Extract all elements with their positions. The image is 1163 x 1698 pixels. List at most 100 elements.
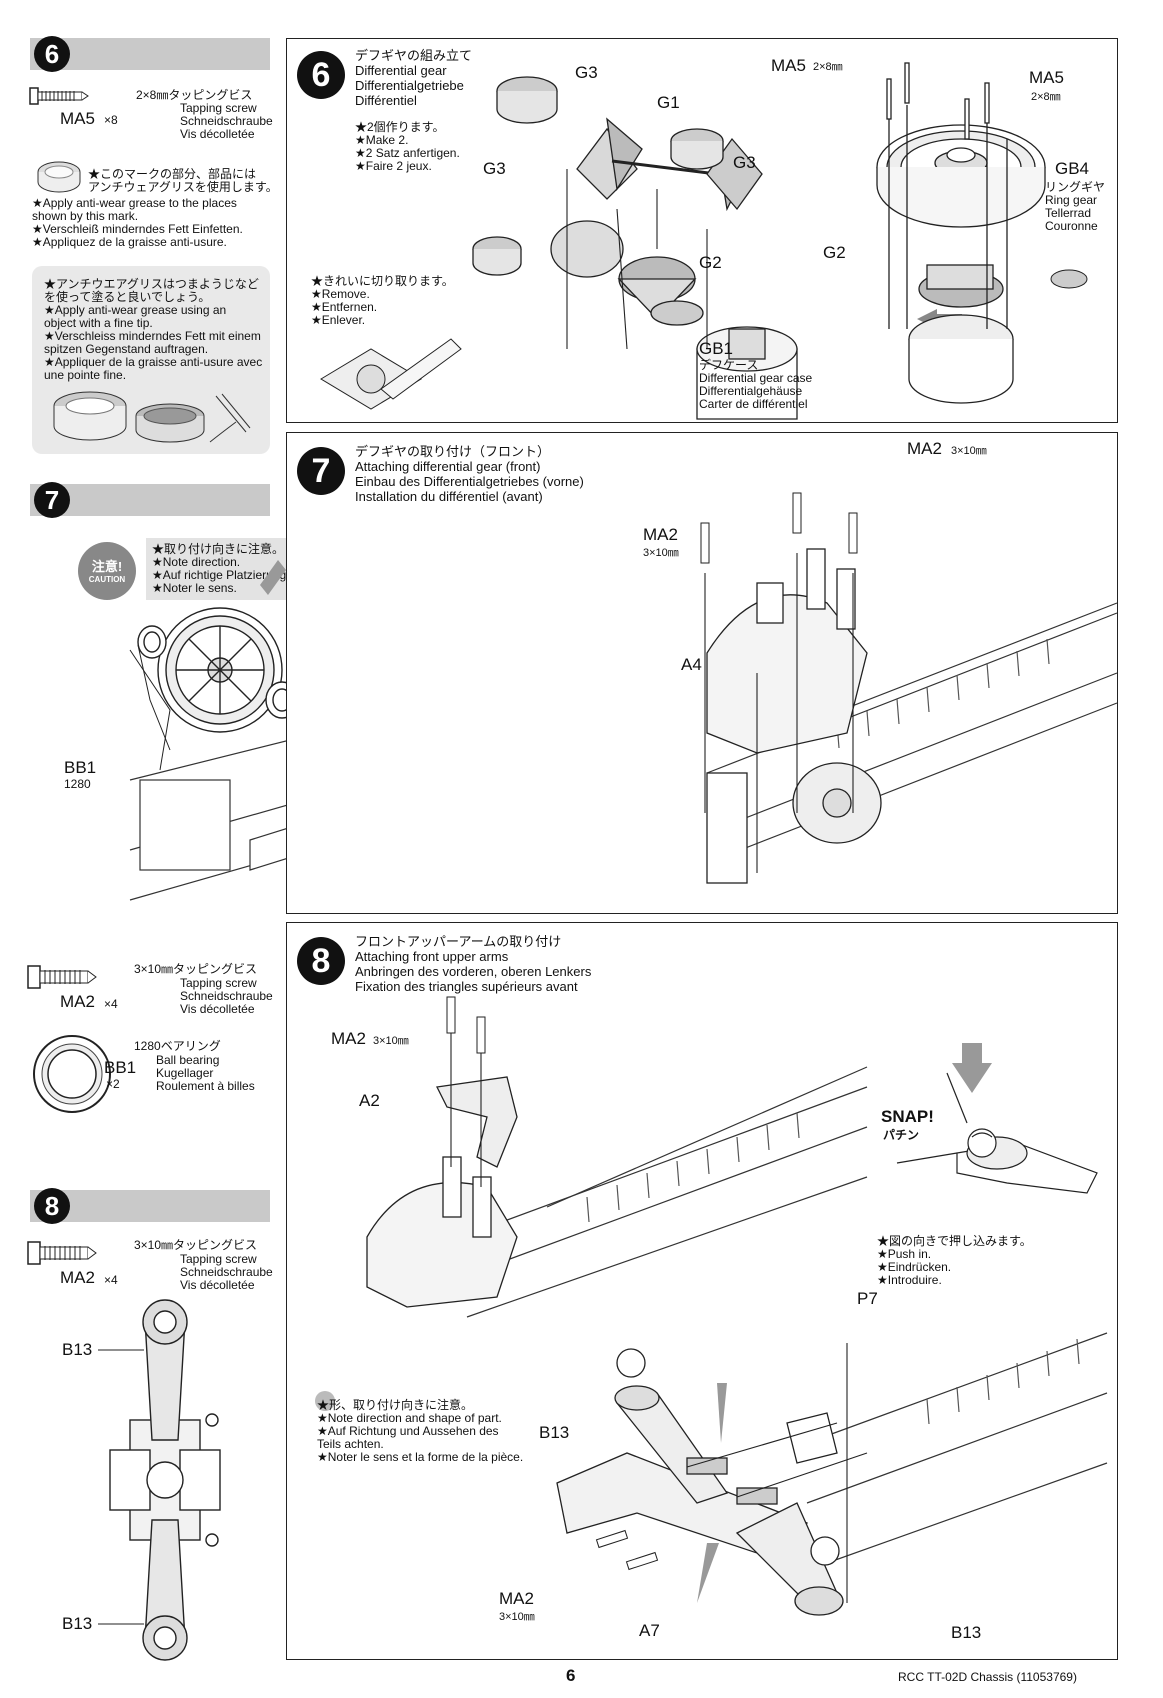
ma2-bottom-dim-8: 3×10㎜ — [499, 1611, 535, 1623]
ma2-top-label-7: MA2 — [907, 439, 942, 458]
make-fr: ★Faire 2 jeux. — [355, 159, 432, 173]
lower-arm-b13-drawing — [556, 1332, 1108, 1616]
grease-mark-jp2: アンチウェアグリスを使用します。 — [88, 180, 278, 194]
diff-gear-exploded-drawing — [472, 76, 962, 420]
tip-en2: object with a fine tip. — [44, 316, 153, 330]
ring-en: Ring gear — [1045, 193, 1098, 207]
tapping-screw-icon — [27, 965, 97, 989]
ma2-size-jp-8: 3×10㎜タッピングビス — [134, 1238, 258, 1252]
ma2-code-8: MA2 — [60, 1268, 95, 1287]
g2-label-a: G2 — [699, 253, 722, 272]
grease-en2: shown by this mark. — [32, 209, 139, 223]
ring-jp: リングギヤ — [1045, 180, 1106, 194]
b13-right-label: B13 — [951, 1623, 982, 1642]
caution-en: CAUTION — [88, 575, 126, 584]
tip-de1: ★Verschleiss minderndes Fett mit einem — [44, 329, 261, 343]
push-jp: ★図の向きで押し込みます。 — [877, 1234, 1032, 1248]
note-fr: ★Noter le sens. — [152, 581, 237, 595]
b13-leader-lines — [98, 1349, 144, 1625]
ma2-de-8: Schneidschraube — [180, 1265, 273, 1279]
gb1-label: GB1 — [699, 339, 734, 358]
tip-fr1: ★Appliquer de la graisse anti-usure avec — [44, 355, 263, 369]
step8-sidebar-number: 8 — [34, 1188, 70, 1224]
cut-en: ★Remove. — [311, 287, 370, 301]
tip-fr2: une pointe fine. — [44, 368, 127, 382]
g3-label-a: G3 — [575, 63, 598, 82]
step8-title-fr: Fixation des triangles supérieurs avant — [355, 979, 578, 994]
step6-sidebar-number: 6 — [34, 36, 70, 72]
make-de: ★2 Satz anfertigen. — [355, 146, 460, 160]
step6-title-de: Differentialgetriebe — [355, 78, 464, 93]
step7-sidebar-number: 7 — [34, 482, 70, 518]
step8-title-jp: フロントアッパーアームの取り付け — [355, 934, 562, 949]
ma2-left-dim-7: 3×10㎜ — [643, 547, 679, 559]
step6-sidebar-header: 6 — [30, 36, 270, 72]
ma2-size-jp-7: 3×10㎜タッピングビス — [134, 962, 258, 976]
step8-number: 8 — [297, 937, 345, 985]
ma2-top-dim-7: 3×10㎜ — [951, 445, 987, 457]
ma5-de: Schneidschraube — [180, 114, 273, 128]
grease-jar-illustration — [53, 391, 251, 443]
gb4-label: GB4 — [1055, 159, 1090, 178]
note-en: ★Note direction. — [152, 555, 241, 569]
tapping-screw-icon — [29, 87, 89, 105]
step7-title-fr: Installation du différentiel (avant) — [355, 489, 543, 504]
snap-en: SNAP! — [881, 1107, 934, 1126]
ma2-bottom-label-8: MA2 — [499, 1589, 534, 1608]
b13-arms-drawing — [109, 1299, 221, 1661]
ma2-code-7: MA2 — [60, 992, 95, 1011]
ma5-left-label: MA5 — [771, 56, 806, 75]
cut-jp: ★きれいに切り取ります。 — [311, 274, 454, 288]
ma2-top-dim-8: 3×10㎜ — [373, 1035, 409, 1047]
g3-label-c: G3 — [733, 153, 756, 172]
bearing-de: Kugellager — [156, 1066, 214, 1080]
shape-jp: ★形、取り付け向きに注意。 — [317, 1398, 474, 1412]
step8-sidebar-header: 8 — [30, 1188, 270, 1224]
grease-en1: ★Apply anti-wear grease to the places — [32, 196, 237, 210]
caution-jp: 注意! — [91, 559, 123, 574]
ma2-qty-7: ×4 — [104, 997, 118, 1011]
grease-de: ★Verschleiß minderndes Fett Einfetten. — [32, 222, 243, 236]
upper-arm-a2-drawing — [366, 996, 868, 1318]
case-en: Differential gear case — [699, 371, 813, 385]
cut-fr: ★Enlever. — [311, 313, 366, 327]
ball-bearing-icon — [33, 1035, 111, 1113]
step7-panel: 7 デフギヤの取り付け（フロント） Attaching differential… — [286, 432, 1118, 914]
tip-jp1: ★アンチウエアグリスはつまようじなど — [44, 277, 259, 291]
caution-badge: 注意! CAUTION — [78, 542, 136, 600]
step7-title-en: Attaching differential gear (front) — [355, 459, 541, 474]
shape-de1: ★Auf Richtung und Aussehen des — [317, 1424, 499, 1438]
step7-number: 7 — [297, 447, 345, 495]
bearing-fr: Roulement à billes — [156, 1079, 255, 1093]
g1-label: G1 — [657, 93, 680, 112]
grease-tip-box: ★アンチウエアグリスはつまようじなど を使って塗ると良いでしょう。 ★Apply… — [32, 266, 270, 454]
shape-en: ★Note direction and shape of part. — [317, 1411, 502, 1425]
push-de: ★Eindrücken. — [877, 1260, 952, 1274]
ma5-en: Tapping screw — [180, 101, 257, 115]
step6-number: 6 — [297, 51, 345, 99]
ma2-en-7: Tapping screw — [180, 976, 257, 990]
grease-dot-icon — [315, 1391, 335, 1411]
grease-mark-jp1: ★このマークの部分、部品には — [88, 167, 257, 181]
bearing-qty: ×2 — [106, 1077, 120, 1091]
case-fr: Carter de différentiel — [699, 397, 808, 411]
product-name: RCC TT-02D Chassis (11053769) — [898, 1670, 1077, 1684]
snap-ball-detail-drawing — [896, 1043, 1098, 1194]
push-fr: ★Introduire. — [877, 1273, 942, 1287]
step7-sidebar-header: 7 — [30, 482, 270, 518]
step6-title-en: Differential gear — [355, 63, 447, 78]
ma5-right-dim: 2×8㎜ — [1031, 91, 1061, 103]
ring-gear-assembly-drawing — [876, 62, 1088, 404]
b13-left-label: B13 — [539, 1423, 570, 1442]
grease-mark-icon — [37, 161, 81, 193]
step7-title-de: Einbau des Differentialgetriebes (vorne) — [355, 474, 584, 489]
ring-fr: Couronne — [1045, 219, 1098, 233]
snap-jp: パチン — [883, 1128, 920, 1142]
bb1-code: 1280 — [64, 777, 91, 791]
ma2-qty-8: ×4 — [104, 1273, 118, 1287]
ma2-left-label-7: MA2 — [643, 525, 678, 544]
a7-label: A7 — [639, 1621, 660, 1640]
bearing-en: Ball bearing — [156, 1053, 220, 1067]
ma2-top-label-8: MA2 — [331, 1029, 366, 1048]
step6-title-fr: Différentiel — [355, 93, 417, 108]
